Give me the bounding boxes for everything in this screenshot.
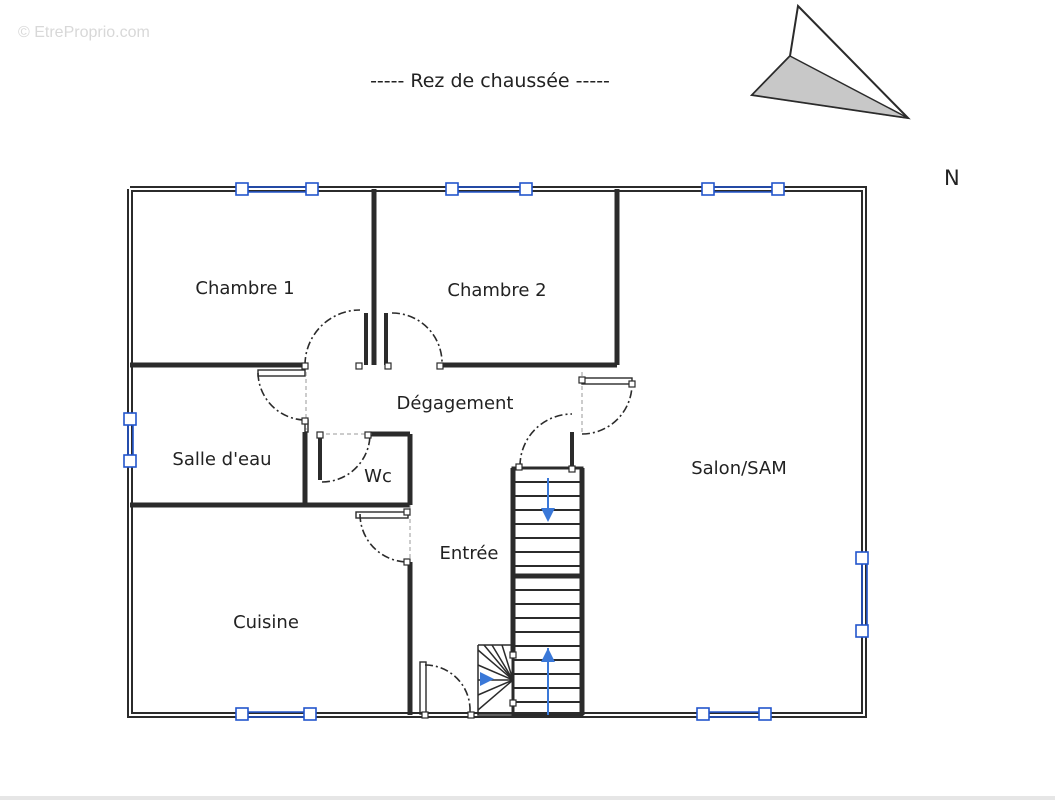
room-label-chambre1: Chambre 1 xyxy=(195,278,294,299)
compass-arrow-icon xyxy=(749,3,911,120)
room-label-wc: Wc xyxy=(364,466,392,487)
room-label-entree: Entrée xyxy=(440,543,499,564)
watermark: © EtreProprio.com xyxy=(18,24,150,41)
bottom-border xyxy=(0,796,1055,800)
north-label: N xyxy=(944,166,960,190)
room-label-salon: Salon/SAM xyxy=(691,458,787,479)
room-label-cuisine: Cuisine xyxy=(233,612,299,633)
door-swings xyxy=(257,309,633,713)
floor-title: ----- Rez de chaussée ----- xyxy=(370,70,610,92)
room-label-chambre2: Chambre 2 xyxy=(447,280,546,301)
room-label-degagement: Dégagement xyxy=(397,393,514,414)
windows xyxy=(123,182,869,721)
staircase xyxy=(477,466,584,717)
room-label-salle-eau: Salle d'eau xyxy=(172,449,271,470)
